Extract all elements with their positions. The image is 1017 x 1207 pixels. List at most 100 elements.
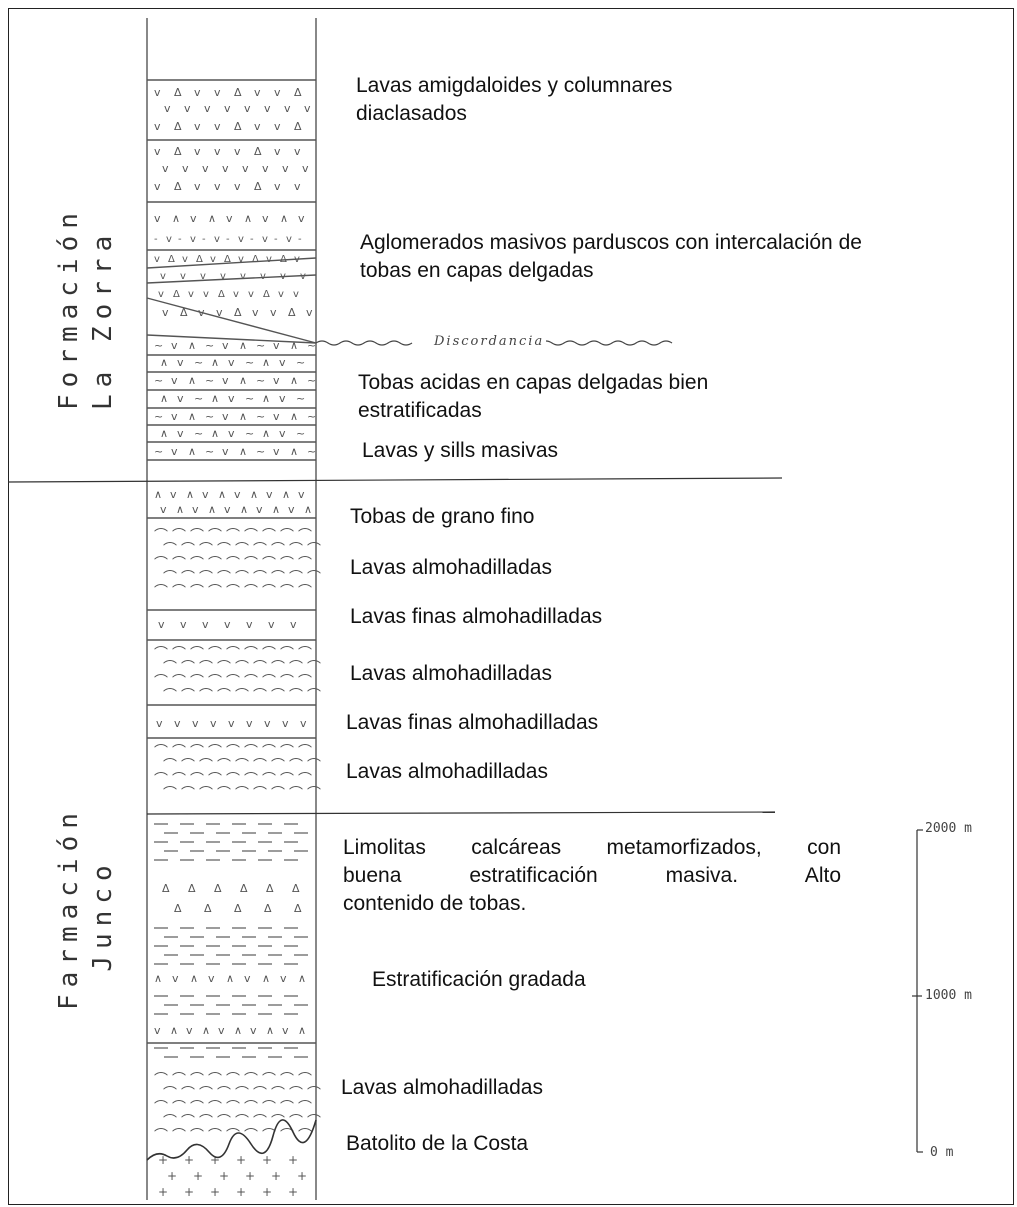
lithology-symbol: v <box>279 427 286 440</box>
lithology-symbol: v <box>294 145 301 158</box>
lithology-symbol: ~ <box>205 374 214 387</box>
lithology-symbol: ~ <box>256 445 265 458</box>
lithology-symbol: - <box>226 234 230 245</box>
lithology-symbol: ⌒ <box>244 772 258 788</box>
lithology-symbol: ∧ <box>239 410 247 423</box>
lithology-symbol: ⌒ <box>280 584 294 600</box>
lithology-symbol: ⌒ <box>253 758 267 774</box>
lithology-symbol: v <box>180 271 186 282</box>
lithology-symbol: Δ <box>294 120 302 133</box>
lithology-symbol: ⌒ <box>298 772 312 788</box>
lithology-symbol: v <box>233 289 239 300</box>
lithology-symbol: ⌒ <box>163 542 177 558</box>
lithology-symbol: v <box>262 162 269 175</box>
lithology-symbol: v <box>278 289 284 300</box>
lithology-symbol: ∧ <box>262 392 270 405</box>
lithology-symbol: ⌒ <box>235 570 249 586</box>
lithology-symbol: ⌒ <box>298 744 312 760</box>
lithology-symbol: ⌒ <box>262 772 276 788</box>
lithology-symbol: v <box>154 145 161 158</box>
lithology-symbol: + <box>210 1185 220 1199</box>
lithology-symbol: Δ <box>196 254 203 265</box>
lithology-symbol: ∧ <box>290 410 298 423</box>
lithology-symbol: v <box>171 339 178 352</box>
lithology-symbol: ⌒ <box>190 584 204 600</box>
lithology-symbol: v <box>202 618 209 631</box>
lithology-symbol: ⌒ <box>181 660 195 676</box>
lithology-symbol: v <box>270 306 277 319</box>
lithology-symbol: ⌒ <box>226 1100 240 1116</box>
lithology-symbol: ⌒ <box>298 1100 312 1116</box>
lithology-symbol: ∧ <box>272 503 280 516</box>
lithology-symbol: ⌒ <box>244 1128 258 1144</box>
bed-boundary <box>146 274 317 284</box>
lithology-symbol: ⌒ <box>154 1100 168 1116</box>
lithology-symbol: v <box>266 254 272 265</box>
lithology-symbol: ⌒ <box>181 1086 195 1102</box>
lithology-symbol: v <box>224 618 231 631</box>
lithology-symbol: ∧ <box>202 1024 210 1037</box>
lithology-symbol: v <box>214 180 221 193</box>
lithology-symbol: ⌒ <box>235 758 249 774</box>
lithology-symbol: v <box>274 180 281 193</box>
lithology-symbol: v <box>222 445 229 458</box>
lithology-symbol: ∧ <box>176 503 184 516</box>
lithology-symbol: v <box>194 86 201 99</box>
lithology-symbol: v <box>288 503 295 516</box>
lithology-symbol: v <box>154 180 161 193</box>
lithology-symbol: ⌒ <box>244 744 258 760</box>
lithology-symbol: Δ <box>288 306 296 319</box>
lithology-symbol: v <box>203 289 209 300</box>
lithology-symbol: Δ <box>188 882 196 895</box>
lithology-symbol: Δ <box>234 306 242 319</box>
lithology-symbol: ⌒ <box>271 758 285 774</box>
formation-label-junco: Farmación Junco <box>52 806 120 1010</box>
lithology-symbol: ⌒ <box>253 1086 267 1102</box>
lithology-symbol: v <box>284 102 291 115</box>
lithology-symbol: ⌒ <box>307 758 321 774</box>
lithology-symbol: v <box>246 717 253 730</box>
lithology-symbol: Δ <box>174 145 182 158</box>
lithology-symbol: v <box>222 339 229 352</box>
lithology-symbol: v <box>234 145 241 158</box>
lithology-symbol: ⌒ <box>163 786 177 802</box>
lithology-symbol: v <box>306 306 313 319</box>
lithology-symbol: v <box>274 86 281 99</box>
lithology-symbol: ⌒ <box>271 688 285 704</box>
lithology-symbol: ⌒ <box>298 528 312 544</box>
lithology-symbol: ~ <box>154 339 163 352</box>
lithology-symbol: ⌒ <box>217 688 231 704</box>
lithology-symbol: Δ <box>162 882 170 895</box>
lithology-symbol: v <box>304 102 311 115</box>
lithology-symbol: ⌒ <box>262 1072 276 1088</box>
lithology-symbol: ⌒ <box>262 556 276 572</box>
formation-label-la-zorra: Formación La Zorra <box>52 206 120 410</box>
lithology-symbol: ⌒ <box>271 1086 285 1102</box>
lithology-symbol: Δ <box>234 120 242 133</box>
lithology-symbol: ∧ <box>226 972 234 985</box>
lithology-symbol: v <box>177 427 184 440</box>
lithology-symbol: ⌒ <box>217 1086 231 1102</box>
lithology-symbol: v <box>302 162 309 175</box>
lithology-symbol: v <box>194 120 201 133</box>
lithology-symbol: ⌒ <box>154 744 168 760</box>
lithology-symbol: ⌒ <box>280 1100 294 1116</box>
lithology-symbol: ⌒ <box>190 1100 204 1116</box>
lithology-symbol: Δ <box>180 306 188 319</box>
unit-description: Tobas de grano fino <box>350 505 535 528</box>
lithology-symbol: ⌒ <box>208 1128 222 1144</box>
lithology-symbol: ⌒ <box>226 674 240 690</box>
lithology-symbol: v <box>282 1024 289 1037</box>
lithology-symbol: v <box>171 445 178 458</box>
lithology-symbol: ⌒ <box>253 688 267 704</box>
lithology-symbol: ∧ <box>190 972 198 985</box>
lithology-symbol: v <box>172 972 179 985</box>
lithology-symbol: ~ <box>194 392 203 405</box>
lithology-symbol: v <box>222 410 229 423</box>
lithology-symbol: ⌒ <box>190 1128 204 1144</box>
lithology-symbol: ⌒ <box>298 556 312 572</box>
unit-description: Lavas almohadilladas <box>350 662 552 685</box>
lithology-symbol: v <box>192 503 199 516</box>
lithology-symbol: v <box>222 162 229 175</box>
lithology-symbol: + <box>236 1153 246 1167</box>
